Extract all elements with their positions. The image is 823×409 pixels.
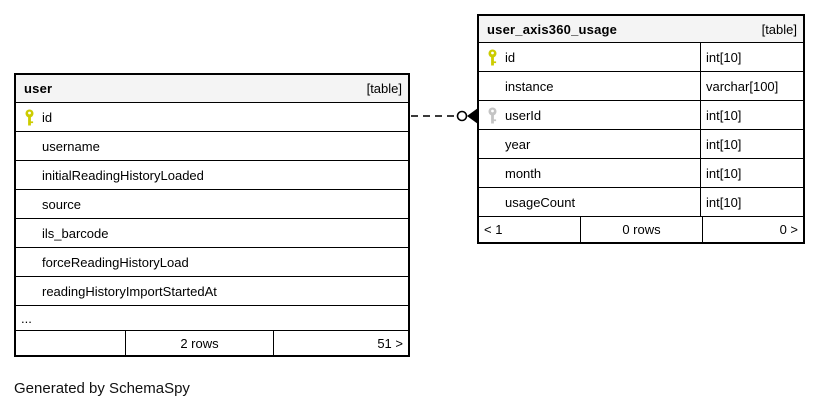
footer-row-count: 0 rows xyxy=(581,217,703,242)
column-row[interactable]: forceReadingHistoryLoad xyxy=(16,248,408,277)
column-name[interactable]: userId xyxy=(505,107,542,123)
key-slot-empty xyxy=(479,72,505,100)
column-name[interactable]: username xyxy=(42,138,100,154)
primary-key-icon xyxy=(16,103,42,131)
column-row[interactable]: username xyxy=(16,132,408,161)
column-name[interactable]: forceReadingHistoryLoad xyxy=(42,254,189,270)
footer-row-count: 2 rows xyxy=(126,331,274,355)
relationship-connector xyxy=(411,108,478,124)
generator-note: Generated by SchemaSpy xyxy=(14,380,190,397)
arrowhead-icon xyxy=(467,108,478,124)
column-name[interactable]: initialReadingHistoryLoaded xyxy=(42,167,204,183)
table-node-user[interactable]: user [table] id username initialReadingH… xyxy=(14,73,410,357)
key-slot-empty xyxy=(16,277,42,305)
columns-ellipsis: ... xyxy=(16,306,408,331)
column-type: varchar[100] xyxy=(706,78,779,94)
column-row[interactable]: source xyxy=(16,190,408,219)
column-name[interactable]: readingHistoryImportStartedAt xyxy=(42,283,217,299)
column-row[interactable]: ils_barcode xyxy=(16,219,408,248)
footer-children-count: < 1 xyxy=(479,217,581,242)
key-slot-empty xyxy=(479,159,505,187)
column-type: int[10] xyxy=(706,194,742,210)
table-footer: < 1 0 rows 0 > xyxy=(479,217,803,242)
column-name[interactable]: year xyxy=(505,136,531,152)
key-slot-empty xyxy=(479,188,505,216)
column-row[interactable]: month int[10] xyxy=(479,159,803,188)
column-row[interactable]: readingHistoryImportStartedAt xyxy=(16,277,408,306)
column-name[interactable]: usageCount xyxy=(505,194,576,210)
zero-or-one-circle-icon xyxy=(456,110,468,122)
column-row-id[interactable]: id int[10] xyxy=(479,43,803,72)
column-name[interactable]: instance xyxy=(505,78,554,94)
column-name[interactable]: source xyxy=(42,196,82,212)
column-name[interactable]: id xyxy=(505,49,516,65)
foreign-key-icon xyxy=(479,101,505,129)
column-row[interactable]: instance varchar[100] xyxy=(479,72,803,101)
column-row[interactable]: initialReadingHistoryLoaded xyxy=(16,161,408,190)
column-type: int[10] xyxy=(706,165,742,181)
footer-parents-count: 51 > xyxy=(377,335,403,351)
table-footer: 2 rows 51 > xyxy=(16,331,408,355)
column-name[interactable]: id xyxy=(42,109,53,125)
column-name[interactable]: month xyxy=(505,165,542,181)
table-name[interactable]: user_axis360_usage xyxy=(487,21,618,37)
table-name[interactable]: user xyxy=(24,81,53,96)
column-row[interactable]: usageCount int[10] xyxy=(479,188,803,217)
table-type-badge: [table] xyxy=(761,21,797,37)
footer-children-count xyxy=(16,331,126,355)
key-slot-empty xyxy=(479,130,505,158)
key-slot-empty xyxy=(16,190,42,218)
column-row[interactable]: year int[10] xyxy=(479,130,803,159)
key-slot-empty xyxy=(16,248,42,276)
key-slot-empty xyxy=(16,132,42,160)
table-type-badge: [table] xyxy=(366,81,402,96)
column-name[interactable]: ils_barcode xyxy=(42,225,109,241)
table-header-user-axis360-usage[interactable]: user_axis360_usage [table] xyxy=(479,16,803,43)
column-type: int[10] xyxy=(706,49,742,65)
column-row-id[interactable]: id xyxy=(16,103,408,132)
key-slot-empty xyxy=(16,161,42,189)
table-header-user[interactable]: user [table] xyxy=(16,75,408,103)
key-slot-empty xyxy=(16,219,42,247)
primary-key-icon xyxy=(479,43,505,71)
column-row-userid[interactable]: userId int[10] xyxy=(479,101,803,130)
column-type: int[10] xyxy=(706,136,742,152)
column-type: int[10] xyxy=(706,107,742,123)
table-node-user-axis360-usage[interactable]: user_axis360_usage [table] id int[10] xyxy=(477,14,805,244)
footer-parents-count: 0 > xyxy=(779,222,798,237)
